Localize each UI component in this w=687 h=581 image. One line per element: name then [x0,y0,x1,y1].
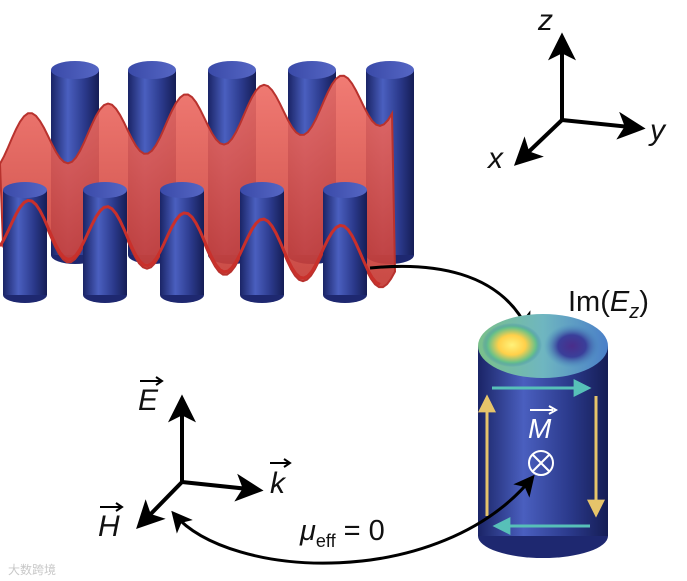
cylinder-front-4 [240,182,284,303]
zoom-arrow [369,264,531,334]
axis-x-label: x [486,142,504,175]
cold-spot [544,324,600,368]
ekh-axes: E k H [98,376,292,543]
cylinder-front-1 [3,182,47,303]
cylinder-front-3 [160,182,204,303]
unit-cell-cylinder: M [478,314,608,558]
mu-eff-label: μeff = 0 [299,515,385,551]
axis-y-label: y [648,114,667,147]
axis-k-label: k [270,467,287,500]
cylinder-front-2 [83,182,127,303]
magnetization-label: M [528,413,552,444]
axis-h-label: H [98,510,120,543]
xyz-axes: z y x [486,4,667,175]
watermark: 大数跨境 [8,562,56,577]
cylinder-array [0,61,414,303]
hot-spot [482,323,542,367]
axis-e-label: E [138,384,159,417]
into-page-icon [528,450,554,476]
field-map-label: Im(Ez) [568,286,649,323]
mu-link-arrow [171,474,535,565]
cylinder-front-5 [323,182,367,303]
wave-edge [0,198,381,286]
axis-z-label: z [537,4,553,37]
